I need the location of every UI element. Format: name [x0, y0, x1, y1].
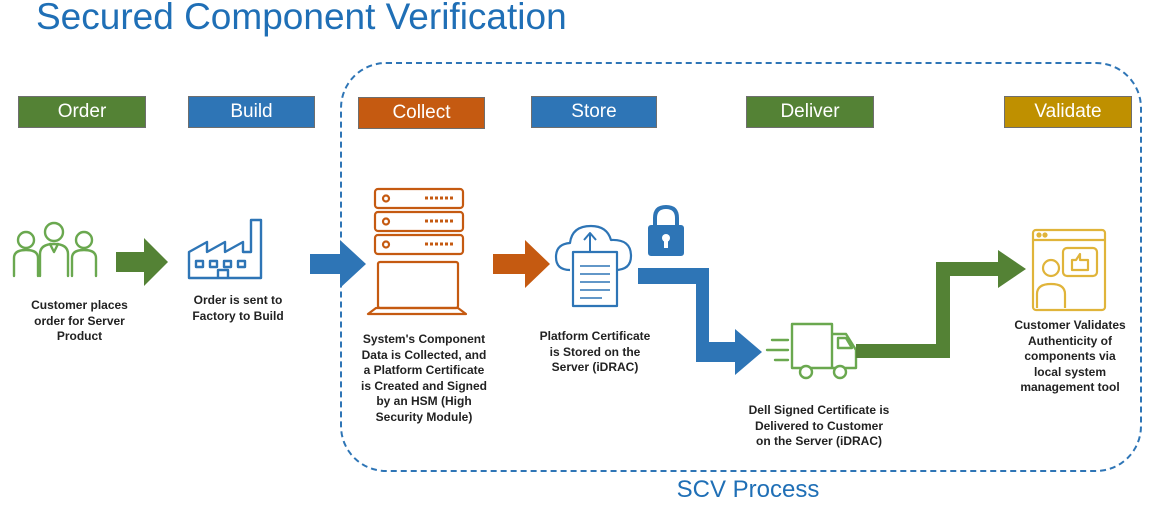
- customer-validate-icon: [1031, 228, 1107, 312]
- cloud-certificate-icon: [554, 224, 633, 308]
- lock-icon: [648, 204, 684, 256]
- stage-validate: Validate: [1004, 96, 1132, 128]
- page-title: Secured Component Verification: [36, 0, 567, 37]
- scv-process-label: SCV Process: [676, 476, 820, 503]
- arrow-deliver-to-validate: [856, 250, 1026, 358]
- stage-deliver: Deliver: [746, 96, 874, 128]
- customers-icon: [12, 221, 98, 278]
- stage-collect: Collect: [358, 97, 485, 129]
- stage-build: Build: [188, 96, 315, 128]
- desc-deliver: Dell Signed Certificate is Delivered to …: [748, 403, 890, 448]
- server-laptop-icon: [366, 187, 468, 316]
- desc-order: Customer places order for Server Product: [31, 298, 128, 343]
- arrow-build-to-collect: [310, 240, 366, 288]
- stage-order: Order: [18, 96, 146, 128]
- arrow-store-to-deliver: [638, 268, 762, 375]
- factory-icon: [187, 218, 263, 280]
- desc-collect: System's Component Data is Collected, an…: [360, 332, 488, 424]
- desc-build: Order is sent to Factory to Build: [192, 293, 284, 323]
- delivery-truck-icon: [765, 322, 858, 380]
- stage-store: Store: [531, 96, 657, 128]
- desc-validate: Customer Validates Authenticity of compo…: [1014, 318, 1126, 394]
- arrow-collect-to-store: [493, 240, 550, 288]
- desc-store: Platform Certificate is Stored on the Se…: [539, 329, 651, 374]
- arrow-order-to-build: [116, 238, 168, 286]
